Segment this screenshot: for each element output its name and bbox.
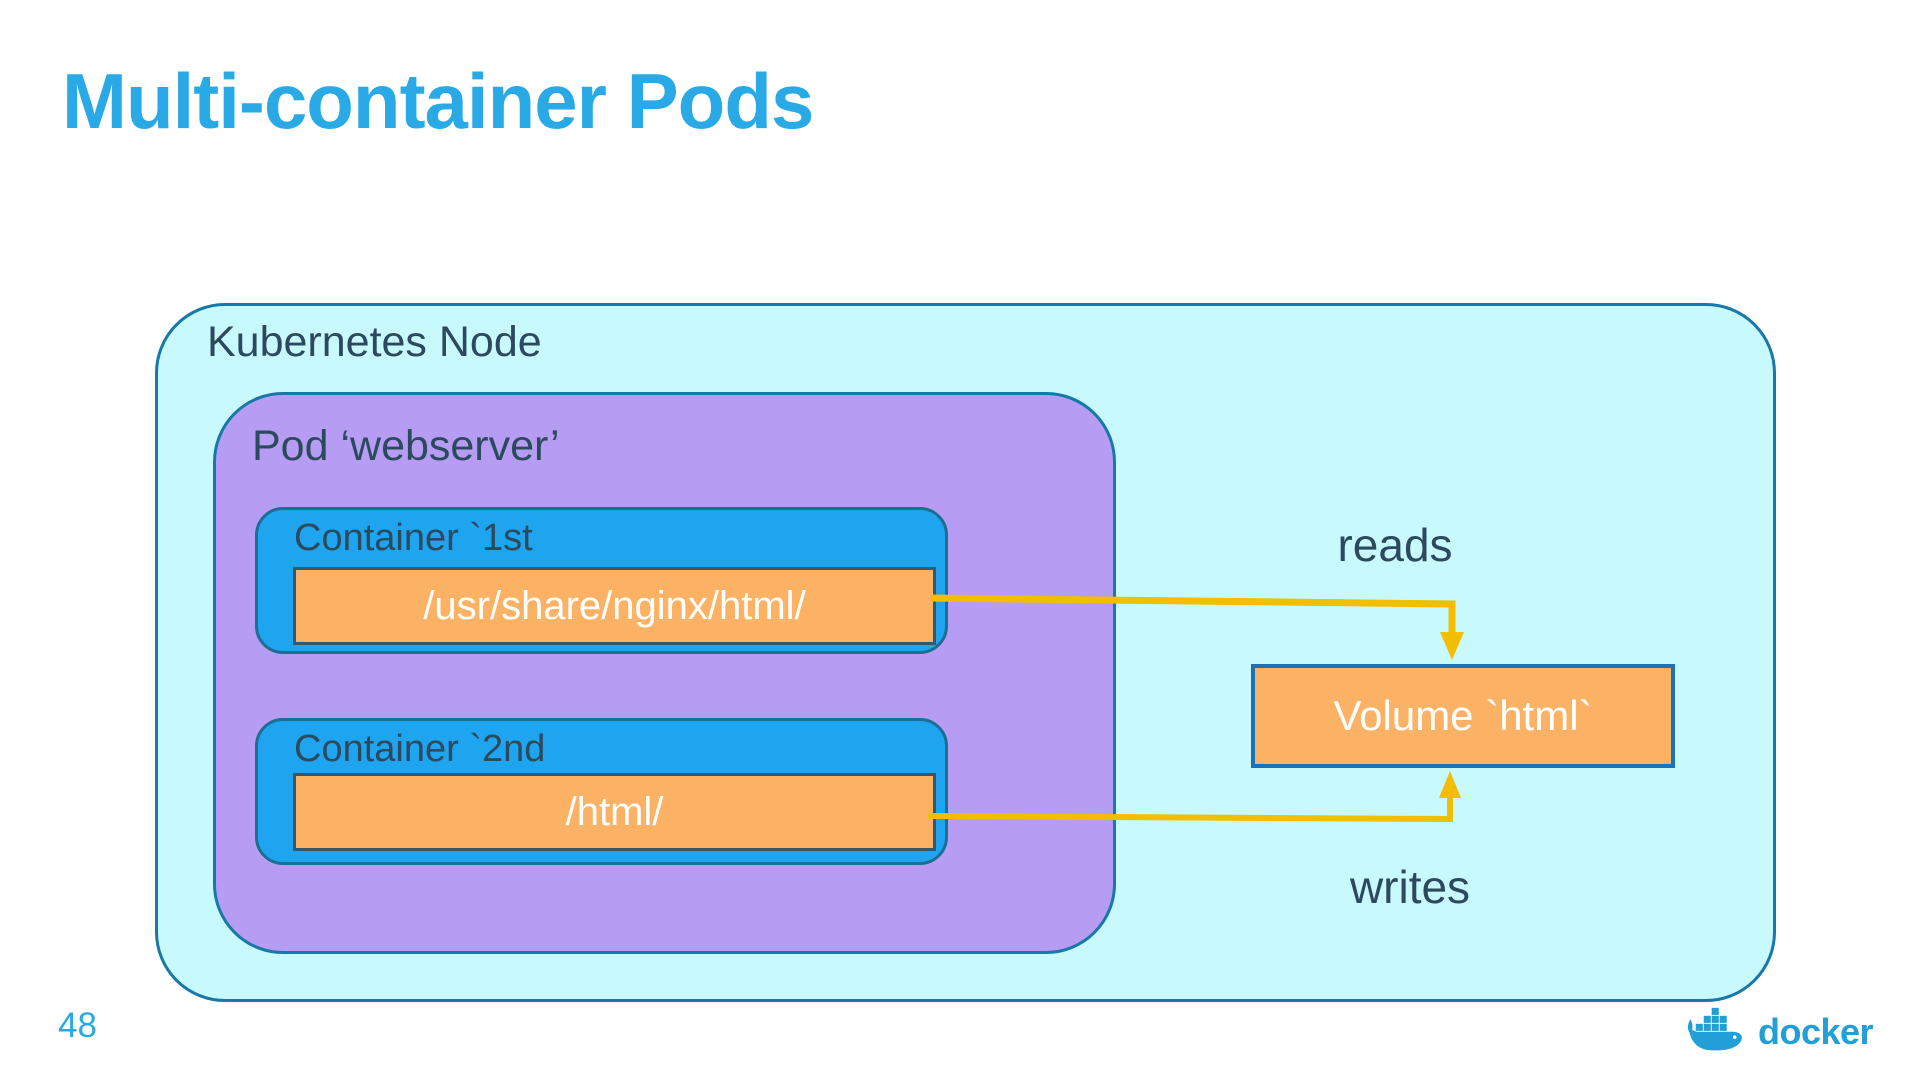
container-1st-box: Container `1st /usr/share/nginx/html/	[255, 507, 948, 654]
reads-arrow-label: reads	[1337, 519, 1453, 571]
pod-webserver-box	[213, 392, 1116, 954]
container-2nd-mount-path: /html/	[293, 773, 936, 851]
docker-whale-icon	[1687, 1007, 1742, 1051]
kubernetes-node-label: Kubernetes Node	[207, 318, 542, 366]
pod-webserver-label: Pod ‘webserver’	[252, 422, 560, 470]
volume-html-box: Volume `html`	[1251, 664, 1675, 768]
page-title: Multi-container Pods	[62, 57, 814, 145]
docker-wordmark: docker	[1758, 1011, 1874, 1052]
container-2nd-label: Container `2nd	[294, 728, 546, 770]
docker-logo: docker	[1686, 1002, 1876, 1058]
container-2nd-box: Container `2nd /html/	[255, 718, 948, 865]
container-1st-label: Container `1st	[294, 517, 533, 559]
container-1st-mount-path: /usr/share/nginx/html/	[293, 567, 936, 645]
writes-arrow-label: writes	[1349, 861, 1471, 913]
page-number: 48	[58, 1006, 97, 1045]
